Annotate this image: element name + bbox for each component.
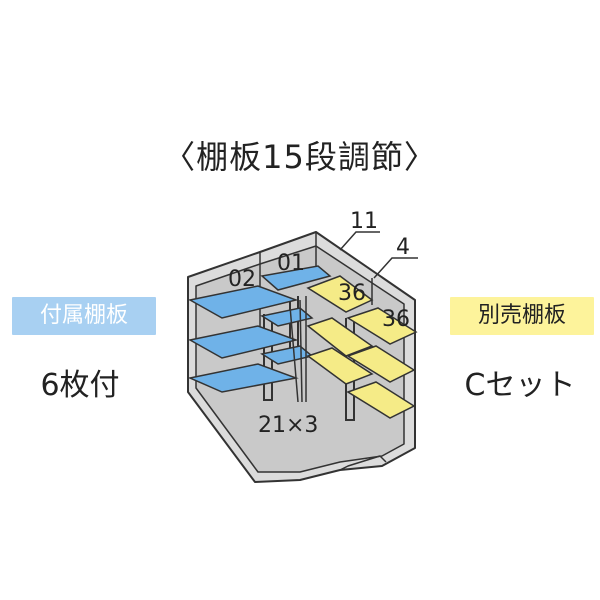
shelf-label-21x3: 21×3 bbox=[258, 413, 318, 438]
leader-21x3-a bbox=[289, 305, 299, 403]
shelf-label-36-b: 36 bbox=[382, 307, 410, 332]
leader-lines bbox=[289, 231, 418, 403]
blue-shelf-3 bbox=[187, 325, 299, 359]
blue-shelf-2 bbox=[260, 265, 332, 291]
shelf-label-02: 02 bbox=[228, 267, 256, 292]
yellow-shelf-5 bbox=[306, 347, 374, 385]
yellow-shelf-4 bbox=[346, 345, 416, 383]
blue-shelf-1 bbox=[187, 285, 299, 319]
shelf-label-01: 01 bbox=[277, 251, 305, 276]
yellow-shelf-2 bbox=[346, 307, 418, 345]
included-shelf-badge: 付属棚板 bbox=[12, 297, 156, 335]
yellow-shelf-6 bbox=[346, 381, 416, 419]
optional-shelf-set: Cセット bbox=[464, 368, 576, 403]
shelf-label-4: 4 bbox=[396, 235, 410, 260]
shelf-label-36-a: 36 bbox=[338, 281, 366, 306]
shelf-label-11: 11 bbox=[350, 209, 378, 234]
yellow-shelf-1 bbox=[306, 275, 374, 313]
leader-21x3-b bbox=[299, 299, 303, 403]
door-sill bbox=[339, 455, 387, 471]
optional-shelf-badge: 別売棚板 bbox=[450, 297, 594, 335]
page-title: 〈棚板15段調節〉 bbox=[163, 138, 437, 176]
optional-shelves bbox=[306, 275, 418, 419]
yellow-shelf-3 bbox=[306, 317, 374, 357]
leader-4 bbox=[373, 257, 418, 279]
leader-11 bbox=[339, 231, 380, 251]
included-shelf-count: 6枚付 bbox=[40, 368, 120, 403]
